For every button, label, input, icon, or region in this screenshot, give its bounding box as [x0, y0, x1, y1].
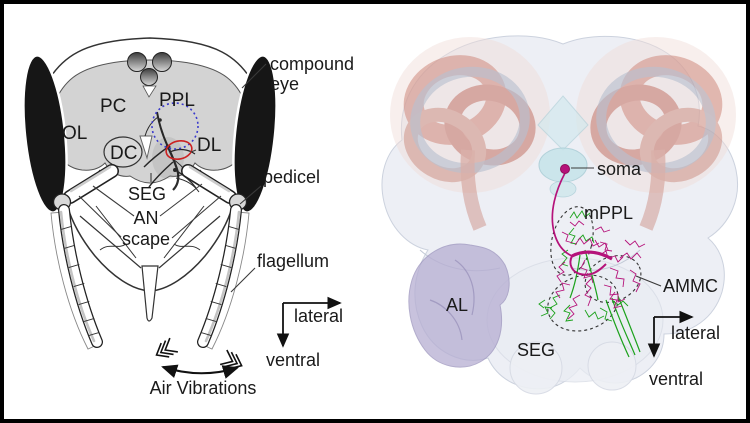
- mppl-label: mPPL: [584, 203, 633, 223]
- soma-label: soma: [597, 159, 642, 179]
- flagellum-segments-left: [60, 225, 100, 337]
- axis-arrows-right-panel: [647, 310, 694, 358]
- mppl-dashed-ellipse: [550, 206, 594, 276]
- ventral-label-left: ventral: [266, 350, 320, 370]
- compound-eye-label-line2: eye: [270, 74, 299, 94]
- scape-label: scape: [122, 229, 170, 249]
- al-label: AL: [446, 295, 468, 315]
- label-pointer-lines-left: [78, 63, 267, 293]
- lateral-label-left: lateral: [294, 306, 343, 326]
- neuron-sketch: [143, 111, 200, 193]
- ocellar-notch: [142, 85, 157, 98]
- air-vibration-arrow: [161, 364, 239, 379]
- seg-label-left: SEG: [128, 184, 166, 204]
- dl-label: DL: [197, 135, 221, 156]
- label-pointer-lines-right: [571, 167, 662, 287]
- ventral-label-right: ventral: [649, 369, 703, 389]
- ocelli: [127, 52, 172, 86]
- central-complex: [537, 95, 589, 198]
- brain-3d-panel: soma mPPL AL AMMC SEG lateral ventral: [381, 35, 739, 395]
- pedicel-label: pedicel: [263, 167, 320, 187]
- seg-label-right: SEG: [517, 340, 555, 360]
- ammc-dashed-ellipse-1: [547, 274, 619, 332]
- dl-red-ellipse: [165, 139, 193, 161]
- dc-label: DC: [110, 143, 137, 164]
- ppl-dotted-circle: [151, 102, 199, 150]
- antenna-left: [52, 164, 119, 348]
- antennal-lobe: [408, 243, 510, 368]
- labrum: [141, 265, 159, 322]
- air-vibration-chevrons-left: [155, 337, 178, 358]
- midline-notch: [139, 135, 153, 160]
- lower-face-lines: [79, 205, 221, 269]
- neuron-magenta: [551, 172, 646, 320]
- ol-label: OL: [62, 123, 87, 144]
- pc-label: PC: [100, 96, 126, 117]
- flagellum-segments-right: [200, 225, 240, 337]
- air-vibrations-label: Air Vibrations: [150, 378, 257, 398]
- dashed-region-outlines: [547, 206, 642, 332]
- an-label: AN: [133, 208, 158, 228]
- soma-dot: [560, 164, 570, 174]
- compound-eye-label-line1: compound: [270, 54, 354, 74]
- antenna-right: [181, 164, 248, 348]
- neuron-green: [538, 210, 641, 358]
- lateral-label-right: lateral: [671, 323, 720, 343]
- head-schematic-panel: compound eye PC PPL OL DC DL SEG AN scap…: [22, 37, 354, 398]
- ammc-dashed-ellipse-2: [584, 255, 642, 303]
- axis-arrows-left-panel: [276, 296, 342, 348]
- mushroom-body-left: [403, 55, 536, 231]
- flagellum-label: flagellum: [257, 251, 329, 271]
- ammc-label: AMMC: [663, 276, 718, 296]
- ppl-label: PPL: [159, 90, 195, 111]
- dc-region: [103, 136, 143, 168]
- mushroom-body-right: [590, 55, 723, 231]
